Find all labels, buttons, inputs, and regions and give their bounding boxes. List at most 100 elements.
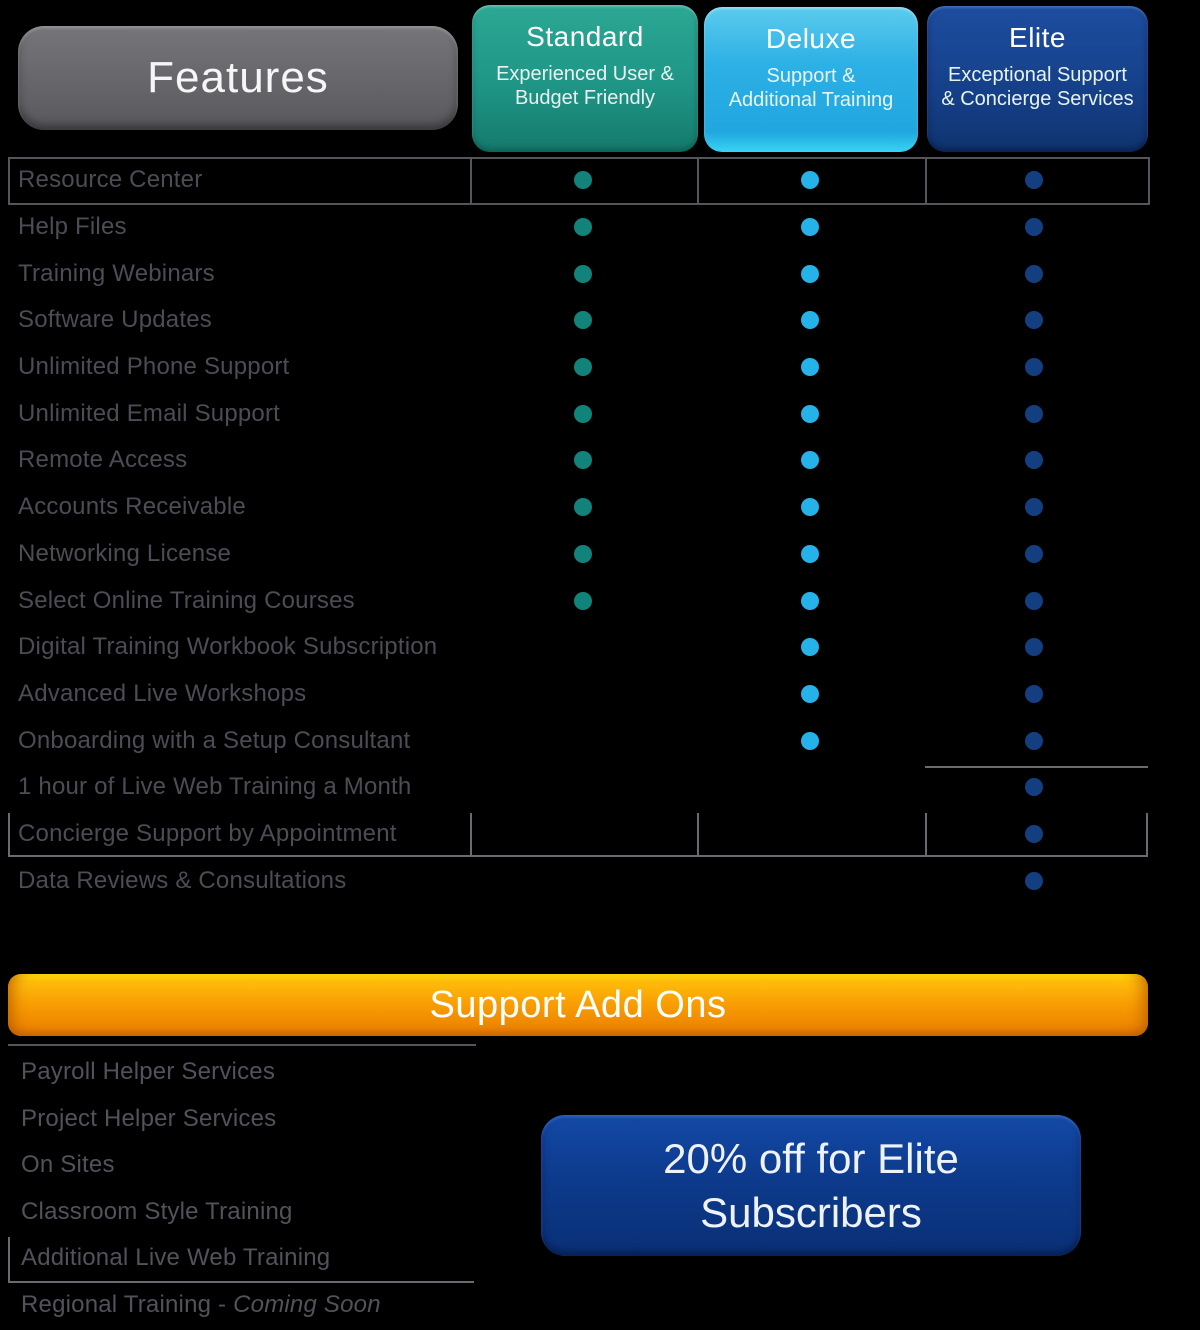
feature-label: Advanced Live Workshops	[18, 679, 307, 707]
list-item-regional-training: Regional Training - Coming Soon	[0, 1282, 600, 1329]
column-separator	[697, 157, 699, 203]
table-row: Accounts Receivable	[0, 484, 1200, 531]
table-row: Onboarding with a Setup Consultant	[0, 717, 1200, 764]
table-row-concierge: Concierge Support by Appointment	[0, 811, 1200, 858]
elite-included-dot	[1025, 498, 1043, 517]
column-separator	[925, 812, 927, 857]
addon-label: Classroom Style Training	[21, 1197, 293, 1225]
elite-included-dot	[1025, 171, 1043, 190]
feature-label: Unlimited Email Support	[18, 399, 281, 427]
addon-label: Additional Live Web Training	[21, 1244, 331, 1272]
list-item: Payroll Helper Services	[0, 1049, 600, 1096]
elite-included-dot	[1025, 871, 1043, 890]
feature-label: Software Updates	[18, 306, 212, 334]
standard-included-dot	[574, 218, 592, 237]
feature-label: Resource Center	[18, 166, 203, 194]
deluxe-included-dot	[801, 684, 819, 703]
standard-included-dot	[574, 498, 592, 517]
table-row: Advanced Live Workshops	[0, 671, 1200, 718]
feature-label: Concierge Support by Appointment	[18, 819, 397, 847]
column-separator	[470, 157, 472, 203]
column-separator	[697, 812, 699, 857]
table-row: Help Files	[0, 204, 1200, 251]
feature-label: Networking License	[18, 539, 232, 567]
row-border-box	[8, 157, 1150, 205]
feature-label: Help Files	[18, 213, 127, 241]
standard-included-dot	[574, 591, 592, 610]
table-row: Unlimited Email Support	[0, 390, 1200, 437]
table-row: Select Online Training Courses	[0, 577, 1200, 624]
list-item: On Sites	[0, 1142, 600, 1189]
standard-included-dot	[574, 264, 592, 283]
feature-label: Remote Access	[18, 446, 188, 474]
elite-included-dot	[1025, 731, 1043, 750]
table-row: Remote Access	[0, 437, 1200, 484]
plan-name: Deluxe	[765, 23, 857, 54]
feature-label: Accounts Receivable	[18, 493, 246, 521]
list-item: Project Helper Services	[0, 1096, 600, 1143]
elite-discount-promo: 20% off for Elite Subscribers	[541, 1115, 1081, 1256]
support-add-ons-banner: Support Add Ons	[8, 974, 1148, 1036]
feature-label: Data Reviews & Consultations	[18, 866, 347, 894]
elite-included-dot	[1025, 264, 1043, 283]
standard-included-dot	[574, 451, 592, 470]
promo-line1: 20% off for Elite	[663, 1135, 959, 1183]
column-separator	[470, 812, 472, 857]
feature-label: Training Webinars	[18, 259, 215, 287]
plan-button-standard[interactable]: Standard Experienced User & Budget Frien…	[472, 5, 698, 152]
plan-tagline-line2: Additional Training	[728, 89, 894, 112]
row-border-line	[8, 854, 1148, 857]
plan-name: Standard	[526, 21, 644, 52]
deluxe-included-dot	[801, 591, 819, 610]
addon-label-text: Regional Training -	[21, 1290, 234, 1318]
column-separator	[925, 157, 927, 203]
features-header: Features	[18, 26, 458, 130]
feature-label: Onboarding with a Setup Consultant	[18, 726, 411, 754]
table-row: 1 hour of Live Web Training a Month	[0, 764, 1200, 811]
addon-row-border-line	[8, 1237, 10, 1283]
plan-tagline: Support & Additional Training	[729, 64, 894, 113]
table-row: Digital Training Workbook Subscription	[0, 624, 1200, 671]
elite-included-dot	[1025, 778, 1043, 797]
table-row: Training Webinars	[0, 250, 1200, 297]
plan-button-elite[interactable]: Elite Exceptional Support & Concierge Se…	[927, 6, 1148, 152]
plan-tagline-line1: Experienced User &	[496, 63, 674, 85]
elite-included-dot	[1025, 218, 1043, 237]
elite-included-dot	[1025, 544, 1043, 563]
elite-included-dot	[1025, 824, 1043, 843]
elite-included-dot	[1025, 311, 1043, 330]
standard-included-dot	[574, 311, 592, 330]
plan-button-deluxe[interactable]: Deluxe Support & Additional Training	[704, 7, 918, 152]
coming-soon-text: Coming Soon	[233, 1290, 381, 1318]
feature-label: Digital Training Workbook Subscription	[18, 633, 438, 661]
addons-list: Payroll Helper Services Project Helper S…	[0, 1049, 600, 1328]
elite-included-dot	[1025, 684, 1043, 703]
deluxe-included-dot	[801, 264, 819, 283]
addon-label: Payroll Helper Services	[21, 1058, 276, 1086]
table-row: Software Updates	[0, 297, 1200, 344]
addon-row-border-line	[8, 1281, 474, 1283]
table-row: Unlimited Phone Support	[0, 344, 1200, 391]
elite-included-dot	[1025, 404, 1043, 423]
deluxe-included-dot	[801, 218, 819, 237]
feature-label: 1 hour of Live Web Training a Month	[18, 773, 412, 801]
deluxe-included-dot	[801, 498, 819, 517]
addon-label: On Sites	[21, 1151, 115, 1179]
plan-tagline-line1: Exceptional Support	[947, 64, 1127, 86]
deluxe-included-dot	[801, 451, 819, 470]
feature-label: Unlimited Phone Support	[18, 353, 290, 381]
deluxe-included-dot	[801, 311, 819, 330]
list-item: Classroom Style Training	[0, 1189, 600, 1236]
list-item: Additional Live Web Training	[0, 1235, 600, 1282]
addon-label: Project Helper Services	[21, 1104, 277, 1132]
standard-included-dot	[574, 171, 592, 190]
deluxe-included-dot	[801, 404, 819, 423]
elite-included-dot	[1025, 591, 1043, 610]
plan-tagline: Exceptional Support & Concierge Services	[941, 63, 1133, 112]
row-border-line	[1146, 812, 1148, 857]
deluxe-included-dot	[801, 358, 819, 377]
deluxe-included-dot	[801, 544, 819, 563]
table-row: Data Reviews & Consultations	[0, 857, 1200, 904]
elite-included-dot	[1025, 638, 1043, 657]
